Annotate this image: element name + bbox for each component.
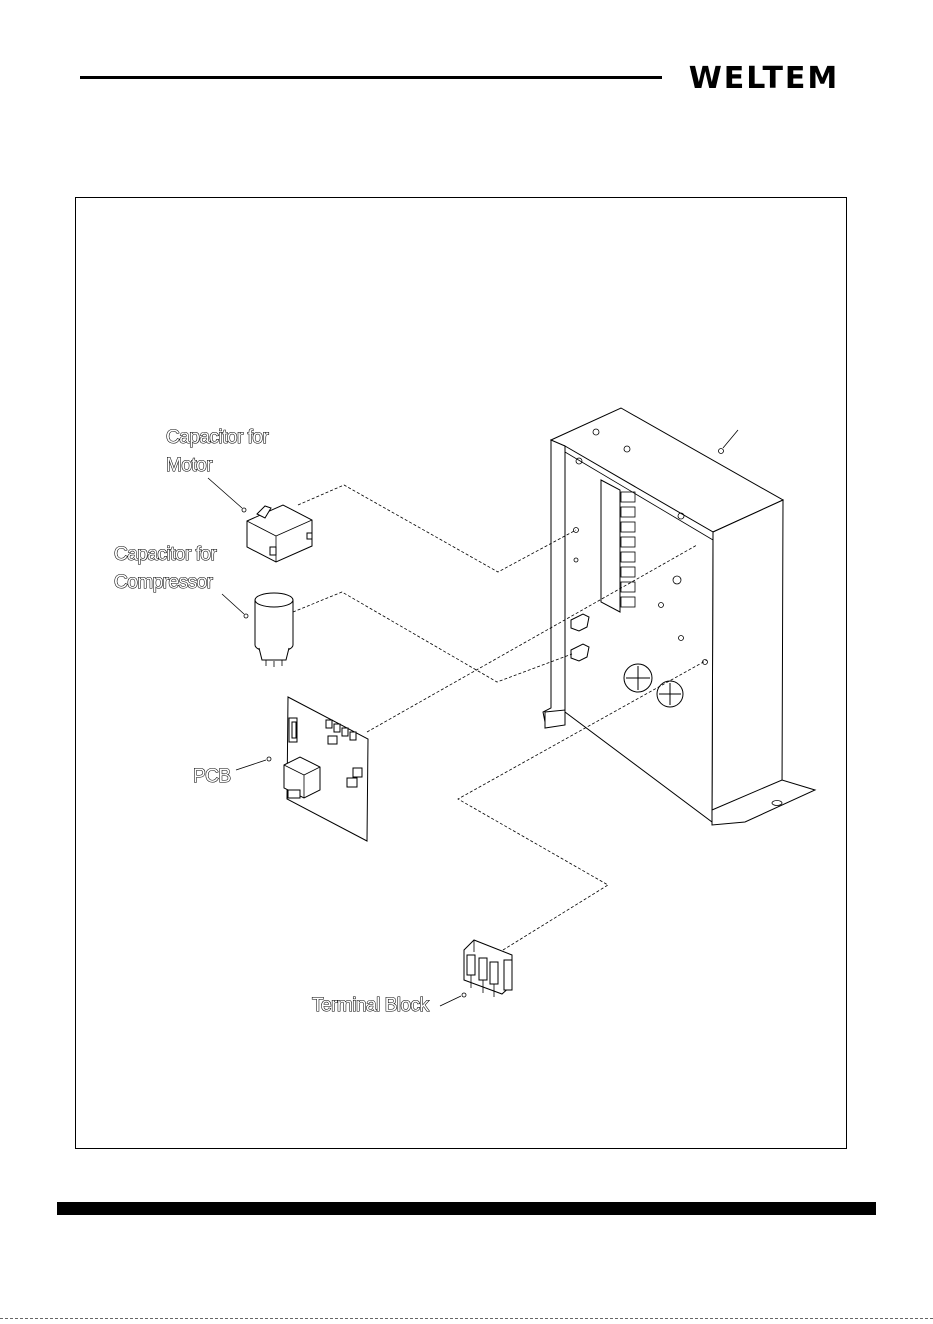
pcb-board [284,697,368,841]
footer-bar [57,1202,876,1215]
label-terminal-block: Terminal Block [312,995,430,1016]
bottom-dashed-rule [0,1318,933,1319]
label-pcb: PCB [193,766,231,787]
label-capacitor-compressor-2: Compressor [114,572,214,593]
label-capacitor-motor-2: Motor [166,455,213,476]
label-capacitor-compressor-1: Capacitor for [114,544,217,565]
compressor-capacitor [255,593,293,667]
label-capacitor-motor-1: Capacitor for [166,427,269,448]
motor-capacitor [247,505,312,562]
